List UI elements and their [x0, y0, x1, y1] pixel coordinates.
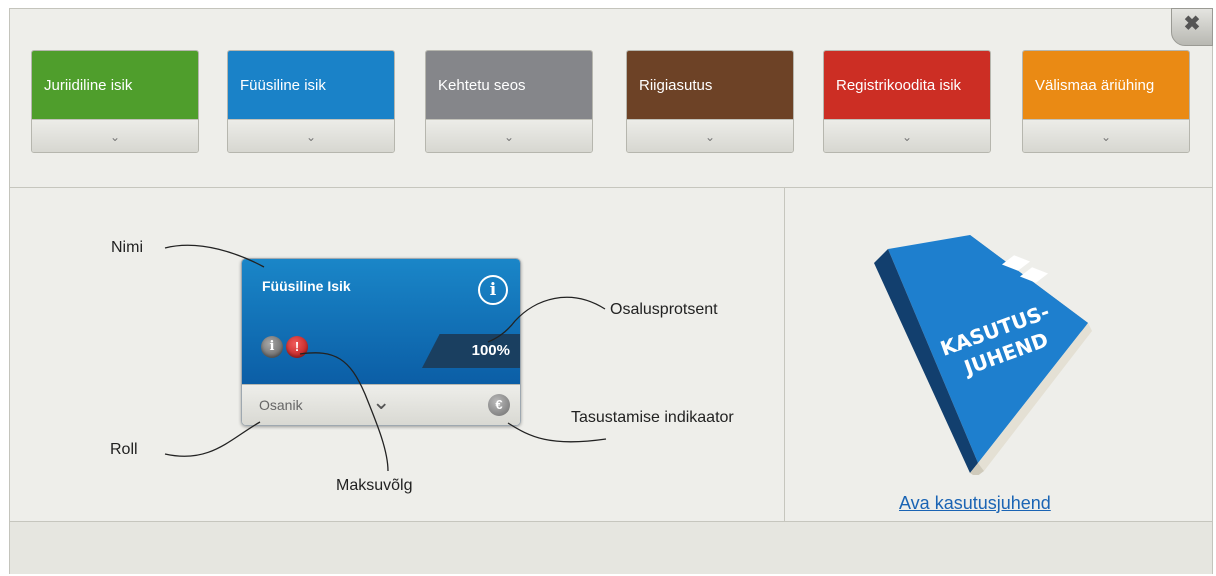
tile-label: Füüsiline isik [240, 76, 326, 94]
chevron-down-icon: ⌄ [109, 129, 121, 144]
card-name: Füüsiline Isik [262, 278, 351, 294]
percent-value: 100% [471, 342, 510, 359]
legend-example-card: Füüsiline Isik i i ! 100% Osanik ⌄ € [241, 258, 521, 426]
callout-debt: Maksuvõlg [336, 477, 413, 494]
card-role: Osanik [259, 397, 303, 413]
divider [784, 188, 785, 521]
open-manual-link[interactable]: Ava kasutusjuhend [899, 493, 1051, 513]
tile-registrikoodita-isik[interactable]: Registrikoodita isik ⌄ [823, 50, 991, 153]
callout-name: Nimi [111, 239, 143, 256]
footer-bar [10, 522, 1212, 574]
tile-expand-button[interactable]: ⌄ [824, 119, 990, 152]
tile-header: Riigiasutus [627, 51, 793, 119]
callout-role: Roll [110, 441, 138, 458]
tile-header: Kehtetu seos [426, 51, 592, 119]
info-status-icon: i [261, 336, 283, 358]
manual-book-image[interactable]: KASUTUS- JUHEND [860, 235, 1130, 475]
tile-expand-button[interactable]: ⌄ [1023, 119, 1189, 152]
tile-label: Juriidiline isik [44, 76, 133, 94]
tile-fuusiline-isik[interactable]: Füüsiline isik ⌄ [227, 50, 395, 153]
tile-label: Välismaa äriühing [1035, 76, 1155, 94]
info-icon: i [478, 275, 508, 305]
tax-debt-icon: ! [286, 336, 308, 358]
tile-kehtetu-seos[interactable]: Kehtetu seos ⌄ [425, 50, 593, 153]
tile-header: Registrikoodita isik [824, 51, 990, 119]
tile-valismaa-ariuhing[interactable]: Välismaa äriühing ⌄ [1022, 50, 1190, 153]
tile-header: Välismaa äriühing [1023, 51, 1189, 119]
callout-payment: Tasustamise indikaator [571, 409, 734, 426]
chevron-down-icon: ⌄ [503, 129, 515, 144]
tile-label: Riigiasutus [639, 76, 713, 94]
close-button[interactable]: ✖ [1171, 8, 1213, 46]
tile-expand-button[interactable]: ⌄ [426, 119, 592, 152]
tile-expand-button[interactable]: ⌄ [627, 119, 793, 152]
relation-panel: ✖ Juriidiline isik ⌄ Füüsiline isik ⌄ Ke… [9, 8, 1213, 574]
tile-header: Füüsiline isik [228, 51, 394, 119]
card-footer: Osanik ⌄ € [242, 384, 520, 425]
divider [10, 187, 1212, 188]
tile-expand-button[interactable]: ⌄ [228, 119, 394, 152]
tile-label: Registrikoodita isik [836, 76, 962, 94]
tile-riigiasutus[interactable]: Riigiasutus ⌄ [626, 50, 794, 153]
close-icon: ✖ [1183, 13, 1201, 35]
callout-lines [164, 244, 607, 472]
chevron-down-icon: ⌄ [305, 129, 317, 144]
chevron-down-icon: ⌄ [372, 389, 391, 414]
chevron-down-icon: ⌄ [1100, 129, 1112, 144]
euro-icon: € [488, 394, 510, 416]
tile-juriidiline-isik[interactable]: Juriidiline isik ⌄ [31, 50, 199, 153]
card-header: Füüsiline Isik i i ! 100% [242, 259, 520, 384]
chevron-down-icon: ⌄ [704, 129, 716, 144]
callout-percent: Osalusprotsent [610, 301, 718, 318]
percent-badge: 100% [422, 334, 520, 368]
tile-label: Kehtetu seos [438, 76, 526, 94]
divider [10, 521, 1212, 522]
tile-expand-button[interactable]: ⌄ [32, 119, 198, 152]
tile-header: Juriidiline isik [32, 51, 198, 119]
chevron-down-icon: ⌄ [901, 129, 913, 144]
